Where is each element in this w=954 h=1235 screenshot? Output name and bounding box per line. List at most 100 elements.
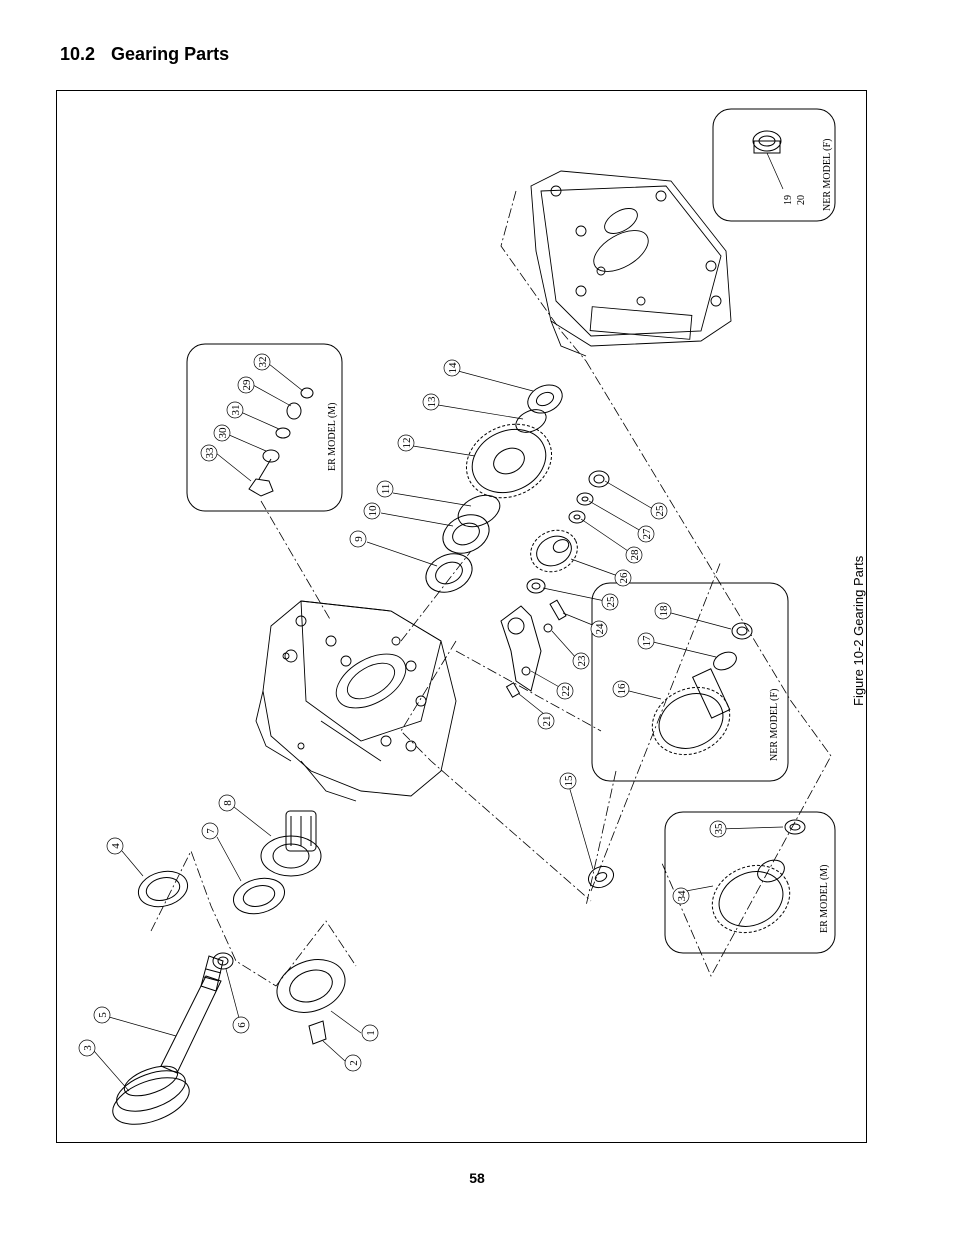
inset-label-er-bottom-right: ER MODEL (M)	[819, 864, 830, 933]
callout-27: 27	[637, 525, 655, 543]
assembly-guide-lines	[150, 190, 832, 987]
section-heading: 10.2 Gearing Parts	[60, 44, 229, 65]
svg-text:5: 5	[97, 1012, 109, 1018]
svg-text:14: 14	[447, 362, 459, 374]
exploded-parts-diagram: 1 2 3 4 5 6 7 8 9 10 11 12 13 14 15 16 1…	[78, 108, 866, 1125]
bearing-14	[527, 384, 563, 414]
callout-34: 34	[672, 887, 690, 905]
gear-26	[530, 529, 578, 573]
callout-23: 23	[572, 652, 590, 670]
inset-part-20: 20	[796, 195, 807, 205]
svg-text:21: 21	[541, 716, 553, 727]
callout-15: 15	[559, 772, 577, 790]
svg-text:7: 7	[205, 828, 217, 834]
gear-case-housing	[255, 600, 457, 802]
svg-text:32: 32	[257, 357, 269, 368]
inset-label-ner-top-right: NER MODEL (F)	[822, 139, 833, 211]
inset-label-er-top: ER MODEL (M)	[327, 402, 338, 471]
callout-labels: 1 2 3 4 5 6 7 8 9 10 11 12 13 14 15 16 1…	[78, 353, 727, 1072]
svg-text:28: 28	[629, 549, 641, 561]
callout-21: 21	[537, 712, 555, 730]
inset-er-bottom-right-parts	[711, 819, 806, 934]
callout-17: 17	[637, 632, 655, 650]
callout-10: 10	[363, 502, 381, 520]
svg-text:29: 29	[241, 379, 253, 391]
callout-29: 29	[237, 376, 255, 394]
svg-text:2: 2	[348, 1060, 360, 1066]
callout-33: 33	[200, 444, 218, 462]
svg-text:4: 4	[110, 843, 122, 849]
svg-text:1: 1	[365, 1030, 377, 1036]
callout-6: 6	[232, 1016, 250, 1034]
callout-8: 8	[218, 794, 236, 812]
svg-text:12: 12	[401, 438, 413, 449]
svg-text:8: 8	[222, 800, 234, 806]
clutch-gear-8	[260, 810, 322, 877]
svg-text:10: 10	[367, 505, 379, 517]
callout-5: 5	[93, 1006, 111, 1024]
svg-text:17: 17	[641, 635, 653, 647]
svg-text:18: 18	[658, 605, 670, 617]
callout-25-lower: 25	[601, 593, 619, 611]
callout-9: 9	[349, 530, 367, 548]
bearing-10	[442, 514, 490, 554]
inset-ner-model-right	[591, 582, 789, 782]
svg-text:15: 15	[563, 775, 575, 787]
bearing-4	[137, 870, 189, 908]
callout-7: 7	[201, 822, 219, 840]
page-number: 58	[469, 1170, 485, 1186]
callout-1: 1	[361, 1024, 379, 1042]
washer-27	[576, 492, 594, 506]
gear-case-cover	[530, 170, 732, 357]
callout-24: 24	[590, 620, 608, 638]
inset-ner-top-right-part	[752, 130, 782, 154]
svg-text:6: 6	[236, 1022, 248, 1028]
callout-28: 28	[625, 546, 643, 564]
svg-text:34: 34	[676, 890, 688, 902]
inset-er-model-bottom-right	[664, 811, 836, 954]
inset-er-top-parts	[248, 387, 314, 497]
inset-label-ner-right: NER MODEL (F)	[769, 689, 780, 761]
svg-text:9: 9	[353, 536, 365, 542]
inset-er-model-top	[186, 343, 343, 512]
callout-26: 26	[614, 569, 632, 587]
section-number: 10.2	[60, 44, 96, 64]
washer-23	[543, 623, 553, 633]
bearing-25-lower	[526, 578, 546, 594]
svg-text:23: 23	[576, 655, 588, 667]
figure-caption: Figure 10-2 Gearing Parts	[851, 555, 866, 706]
callout-25-upper: 25	[650, 502, 668, 520]
svg-text:30: 30	[217, 427, 229, 439]
callout-13: 13	[422, 393, 440, 411]
svg-text:27: 27	[641, 528, 653, 540]
callout-22: 22	[556, 682, 574, 700]
snap-ring-13	[515, 409, 547, 433]
cover-1	[276, 959, 346, 1045]
pin-21	[505, 682, 521, 698]
input-shaft-assembly	[112, 955, 224, 1125]
bearing-15	[587, 865, 615, 889]
svg-text:26: 26	[618, 572, 630, 584]
callout-35: 35	[709, 820, 727, 838]
svg-text:13: 13	[426, 396, 438, 408]
inset-ner-model-top-right	[712, 108, 836, 222]
svg-text:11: 11	[380, 484, 392, 495]
callout-11: 11	[376, 480, 394, 498]
callout-30: 30	[213, 424, 231, 442]
callout-leaders	[93, 152, 784, 1092]
snap-ring-11	[457, 494, 501, 528]
washer-6	[212, 952, 234, 970]
oil-seal-9	[425, 553, 473, 593]
svg-text:35: 35	[713, 823, 725, 835]
section-title: Gearing Parts	[111, 44, 230, 64]
callout-14: 14	[443, 359, 461, 377]
callout-3: 3	[78, 1039, 96, 1057]
svg-text:22: 22	[560, 686, 572, 697]
svg-text:16: 16	[616, 683, 628, 695]
spring-24	[549, 599, 567, 621]
callout-2: 2	[344, 1054, 362, 1072]
bearing-25-upper	[588, 470, 610, 488]
gear-12	[465, 423, 553, 499]
inset-part-19: 19	[783, 195, 794, 205]
callout-12: 12	[397, 434, 415, 452]
